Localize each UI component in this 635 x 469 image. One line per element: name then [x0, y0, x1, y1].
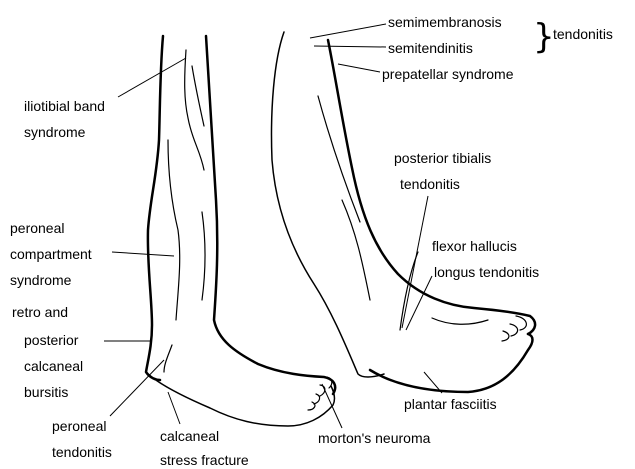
right-instep-line: [432, 318, 488, 324]
label-retro-line1: retro and: [12, 300, 68, 324]
right-muscle-line-2: [342, 200, 370, 300]
label-tendonitis: tendonitis: [553, 22, 613, 46]
label-peroneal-compartment-line3: syndrome: [10, 268, 71, 292]
right-toe-2: [510, 324, 518, 336]
label-peroneal-tendonitis-line2: tendonitis: [52, 440, 112, 464]
label-peroneal-compartment-line2: compartment: [10, 242, 92, 266]
label-peroneal-tendonitis-line1: peroneal: [52, 414, 107, 438]
left-muscle-line-4: [202, 212, 205, 300]
label-posterior-tibialis-line1: posterior tibialis: [394, 146, 491, 170]
leader-mortons: [322, 384, 342, 428]
left-toe-2: [320, 385, 325, 396]
leader-posterior-tibialis: [402, 196, 428, 328]
label-iliotibial-line2: syndrome: [24, 120, 85, 144]
leader-peroneal-compartment: [112, 252, 174, 256]
leader-semimembranosis: [310, 24, 386, 38]
leader-calcaneal-fracture: [168, 392, 180, 424]
leader-semitendinitis: [314, 46, 386, 47]
label-semimembranosis: semimembranosis: [388, 10, 502, 34]
label-mortons-neuroma: morton's neuroma: [318, 426, 430, 450]
left-foot-sole: [146, 372, 334, 426]
leader-prepatellar: [338, 64, 380, 72]
left-muscle-line-2: [192, 66, 204, 126]
leader-iliotibial: [118, 58, 186, 97]
left-leg-back-contour: [146, 36, 163, 380]
leader-peroneal-tendonitis: [110, 360, 164, 416]
left-leg-front-contour: [206, 36, 335, 394]
label-prepatellar-syndrome: prepatellar syndrome: [382, 62, 514, 86]
label-posterior-tibialis-line2: tendonitis: [400, 172, 460, 196]
tendonitis-brace: }: [533, 20, 555, 54]
label-plantar-fasciitis: plantar fasciitis: [404, 392, 497, 416]
label-retro-line3: calcaneal: [24, 354, 83, 378]
left-muscle-line-3: [168, 140, 180, 320]
label-iliotibial-line1: iliotibial band: [24, 94, 105, 118]
right-thigh-back: [272, 32, 385, 377]
label-flexor-hallucis-line2: longus tendonitis: [434, 260, 539, 284]
label-flexor-hallucis-line1: flexor hallucis: [432, 234, 517, 258]
right-toe-3: [502, 331, 509, 341]
label-semitendinitis: semitendinitis: [388, 36, 473, 60]
label-peroneal-compartment-line1: peroneal: [10, 216, 65, 240]
label-retro-line4: bursitis: [24, 380, 68, 404]
left-toe-3: [314, 394, 320, 404]
label-calcaneal-fracture-line2: stress fracture: [160, 448, 249, 469]
right-muscle-line-1: [318, 96, 360, 222]
label-retro-line2: posterior: [24, 328, 78, 352]
left-ankle-line: [164, 345, 172, 372]
left-toe-4: [308, 402, 315, 410]
label-calcaneal-fracture-line1: calcaneal: [160, 424, 219, 448]
right-foot-sole: [370, 334, 533, 392]
